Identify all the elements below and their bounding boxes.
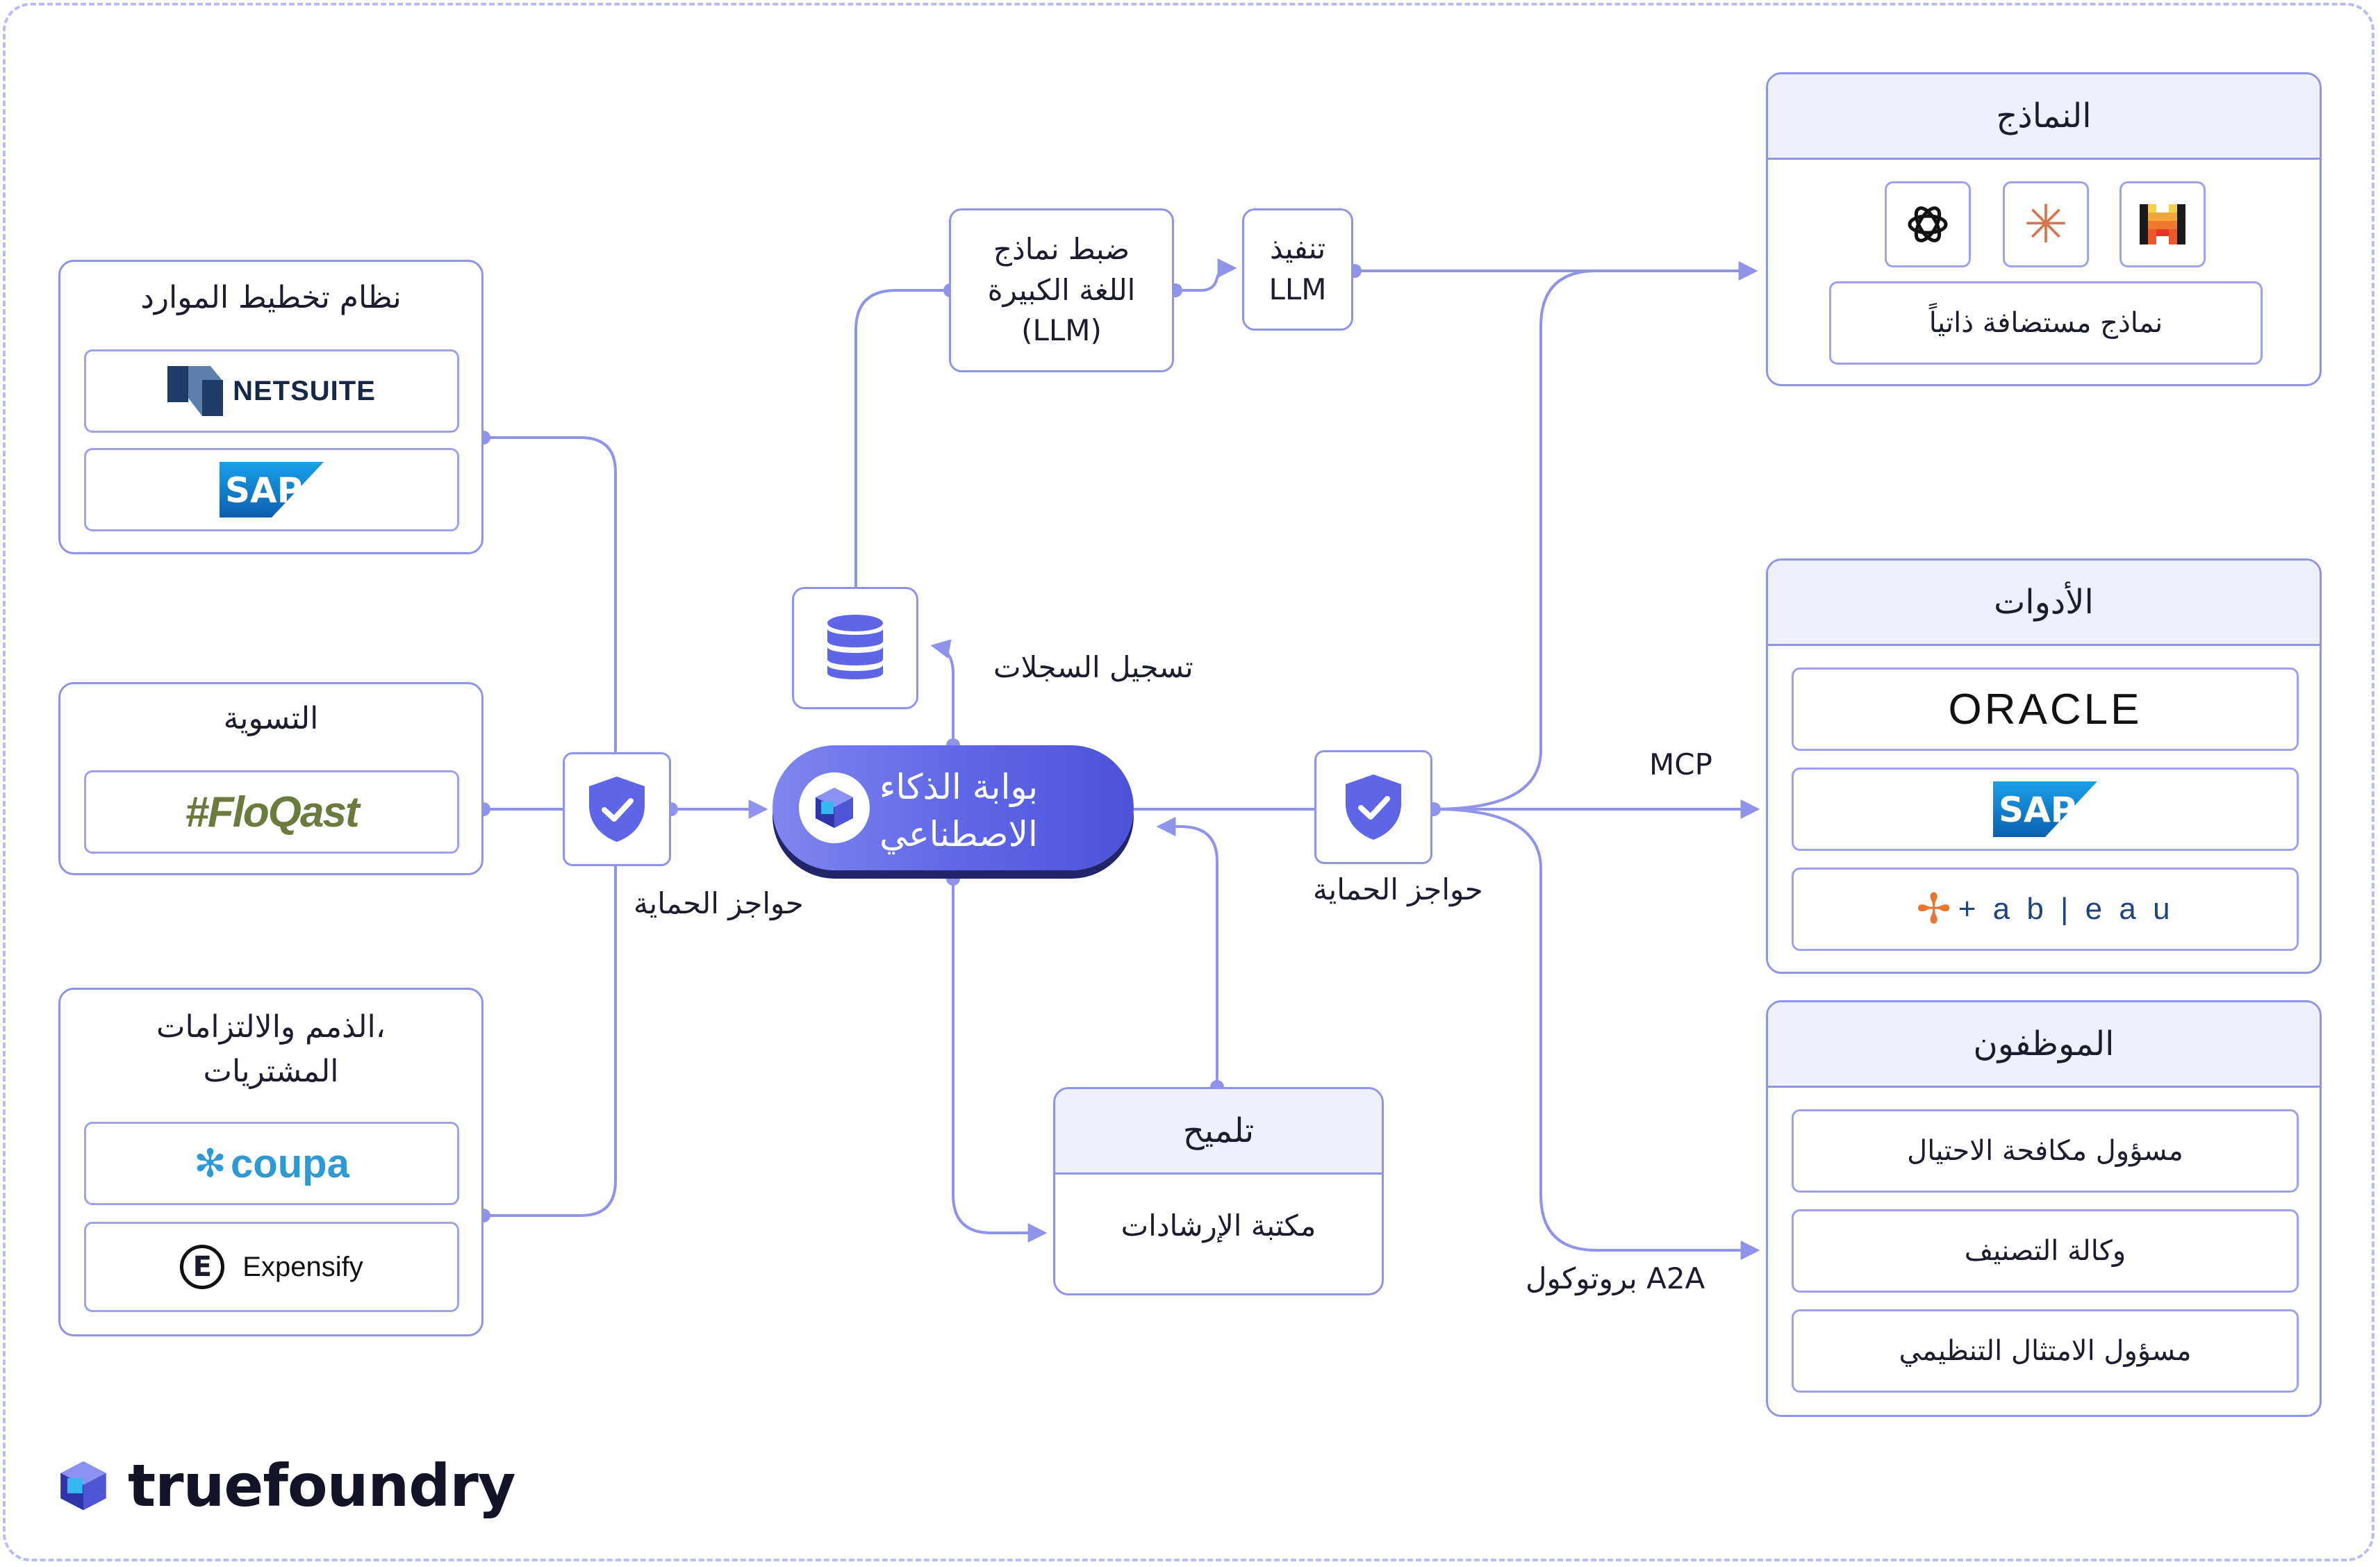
truefoundry-logo-icon — [60, 1461, 106, 1511]
erp-connector — [484, 436, 617, 809]
oracle-text: ORACLE — [1948, 685, 2142, 733]
logging-db[interactable] — [792, 587, 918, 709]
prompt-title: تلميح — [1055, 1089, 1382, 1175]
guardrails-right-label: حواجز الحماية — [1313, 872, 1483, 906]
employees-card: الموظفون مسؤول مكافحة الاحتيال وكالة الت… — [1766, 1000, 2322, 1417]
tableau-slot[interactable]: ✢ + a b | e a u — [1792, 868, 2299, 951]
tableau-text: + a b | e a u — [1958, 892, 2174, 926]
employee-item-label: وكالة التصنيف — [1964, 1235, 2126, 1267]
a2a-label: بروتوكول A2A — [1526, 1261, 1705, 1295]
erp-card: نظام تخطيط الموارد NETSUITE SAP — [58, 260, 484, 554]
reconciliation-title: التسوية — [223, 701, 319, 736]
employee-item-label: مسؤول مكافحة الاحتيال — [1907, 1135, 2183, 1167]
tools-card: الأدوات ORACLE SAP ✢ + a b | e a u — [1766, 558, 2322, 974]
expensify-e-icon: E — [180, 1245, 225, 1289]
guardrails-left-label: حواجز الحماية — [634, 886, 804, 920]
models-card: النماذج ✳ — [1766, 72, 2322, 386]
prompt-body: مكتبة الإرشادات — [1121, 1209, 1316, 1243]
openai-model-slot[interactable] — [1885, 181, 1971, 267]
finetune-box[interactable]: ضبط نماذج اللغة الكبيرة (LLM) — [949, 208, 1174, 372]
truefoundry-brand: truefoundry — [56, 1452, 516, 1520]
employee-item-fraud[interactable]: مسؤول مكافحة الاحتيال — [1792, 1109, 2299, 1193]
coupa-text: coupa — [231, 1141, 349, 1186]
guardrails-right[interactable] — [1314, 750, 1432, 864]
sap-logo-icon: SAP — [1993, 781, 2097, 837]
prompt-to-gateway — [1156, 817, 1218, 1087]
payables-card: الذمم والالتزامات، المشتريات ✻ coupa E E… — [58, 988, 484, 1336]
tableau-cross-icon: ✢ — [1916, 885, 1951, 934]
mcp-label: MCP — [1649, 747, 1712, 781]
gateway-to-prompt — [952, 879, 1048, 1243]
floqast-slot[interactable]: #FloQast — [84, 770, 459, 854]
payables-title-line1: الذمم والالتزامات، — [156, 1009, 386, 1045]
erp-title: نظام تخطيط الموارد — [140, 280, 402, 315]
payables-title-line2: المشتريات — [203, 1054, 339, 1089]
shield-check-icon — [1346, 774, 1401, 840]
gateway-line2: الاصطناعي — [879, 814, 1038, 854]
floqast-logo: #FloQast — [185, 788, 359, 836]
openai-icon — [1908, 206, 1948, 242]
execute-line2: LLM — [1268, 272, 1327, 306]
diagram-frame — [3, 3, 2374, 1561]
anthropic-model-slot[interactable]: ✳ — [2003, 181, 2089, 267]
employee-item-rating[interactable]: وكالة التصنيف — [1792, 1209, 2299, 1293]
guardrails-left[interactable] — [563, 752, 671, 866]
oracle-slot[interactable]: ORACLE — [1792, 668, 2299, 751]
sap-text: SAP — [225, 470, 302, 511]
anthropic-asterisk-icon: ✳ — [2024, 193, 2068, 255]
employee-item-label: مسؤول الامتثال التنظيمي — [1899, 1335, 2192, 1367]
guard-to-models — [1433, 270, 1597, 811]
brand-name: truefoundry — [128, 1452, 516, 1520]
finetune-line2: اللغة الكبيرة — [987, 272, 1136, 307]
gateway-cube-icon — [799, 772, 870, 843]
coupa-slot[interactable]: ✻ coupa — [84, 1122, 459, 1205]
database-icon — [827, 615, 883, 679]
payables-connector — [484, 809, 617, 1217]
self-hosted-models-text: نماذج مستضافة ذاتياً — [1928, 307, 2163, 339]
netsuite-slot[interactable]: NETSUITE — [84, 349, 459, 433]
expensify-slot[interactable]: E Expensify — [84, 1222, 459, 1312]
logging-label: تسجيل السجلات — [993, 650, 1193, 684]
dot — [946, 872, 960, 886]
employee-item-compliance[interactable]: مسؤول الامتثال التنظيمي — [1792, 1309, 2299, 1393]
reconciliation-card: التسوية #FloQast — [58, 682, 484, 875]
employees-title: الموظفون — [1768, 1002, 2320, 1088]
gateway-to-logging — [930, 639, 955, 745]
mistral-model-slot[interactable] — [2119, 181, 2206, 267]
self-hosted-models-slot[interactable]: نماذج مستضافة ذاتياً — [1829, 281, 2263, 365]
sap-slot[interactable]: SAP — [84, 448, 459, 531]
shield-check-icon — [589, 777, 645, 842]
gateway-line1: بوابة الذكاء — [879, 767, 1039, 807]
execute-line1: تنفيذ — [1269, 231, 1326, 266]
execute-llm-box[interactable]: تنفيذ LLM — [1242, 208, 1353, 331]
coupa-star-icon: ✻ — [194, 1141, 227, 1186]
tools-title: الأدوات — [1768, 561, 2320, 646]
prompt-card[interactable]: تلميح مكتبة الإرشادات — [1053, 1087, 1384, 1295]
finetune-line1: ضبط نماذج — [993, 231, 1130, 266]
sap-logo-icon: SAP — [220, 462, 324, 517]
sap-tool-text: SAP — [1999, 790, 2076, 830]
guard-to-employees — [1433, 808, 1760, 1260]
db-to-finetune — [854, 289, 950, 587]
finetune-line3: (LLM) — [1021, 313, 1102, 348]
sap-tool-slot[interactable]: SAP — [1792, 768, 2299, 851]
mistral-icon — [2140, 204, 2185, 244]
netsuite-logo-icon — [167, 366, 224, 416]
finetune-to-execute — [1175, 258, 1237, 292]
netsuite-text: NETSUITE — [233, 375, 376, 406]
expensify-text: Expensify — [242, 1251, 363, 1282]
models-title: النماذج — [1768, 74, 2320, 160]
